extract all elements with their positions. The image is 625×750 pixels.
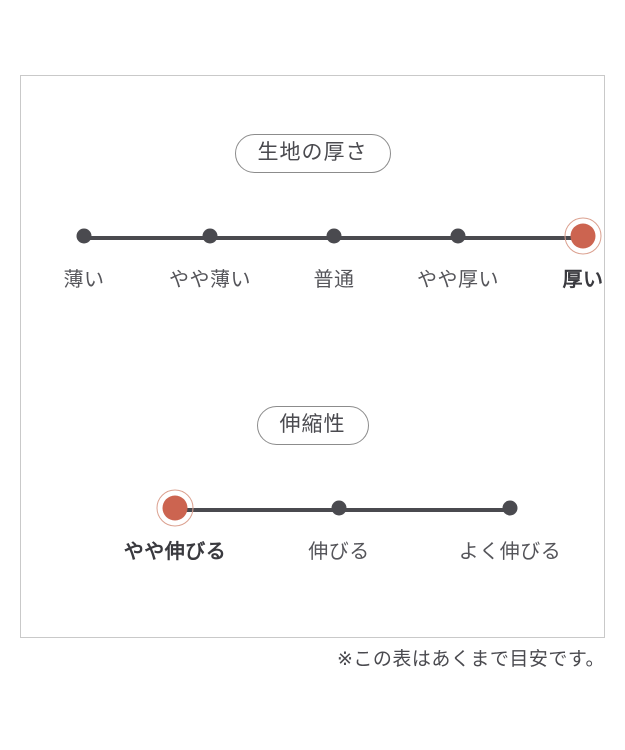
selected-ring-icon: [564, 217, 602, 255]
stretch-scale: やや伸びる 伸びる よく伸びる: [21, 489, 604, 618]
stretch-option-label: やや伸びる: [123, 541, 227, 563]
section-heading-stretch-row: 伸縮性: [21, 406, 604, 446]
scale-dot-icon: [76, 228, 92, 244]
stretch-option-label: よく伸びる: [458, 541, 562, 563]
section-heading-thickness-row: 生地の厚さ: [21, 134, 604, 174]
scale-dot-icon: [202, 228, 218, 244]
fabric-spec-card: 生地の厚さ 薄い やや薄い 普通 やや厚い 厚い: [20, 75, 605, 638]
scale-dot-icon: [570, 223, 596, 249]
section-heading-thickness: 生地の厚さ: [234, 134, 391, 174]
thickness-option-label: やや厚い: [417, 269, 499, 291]
scale-dot-icon: [502, 500, 518, 516]
selected-ring-icon: [156, 489, 194, 527]
footnote-disclaimer: ※この表はあくまで目安です。: [336, 649, 605, 670]
scale-dot-icon: [326, 228, 342, 244]
thickness-option-label: やや薄い: [169, 269, 251, 291]
scale-dot-icon: [162, 495, 188, 521]
thickness-option-label: 普通: [313, 269, 355, 291]
stretch-option-label: 伸びる: [308, 541, 370, 563]
thickness-option-label: 厚い: [562, 269, 604, 291]
thickness-scale: 薄い やや薄い 普通 やや厚い 厚い: [21, 217, 604, 346]
thickness-option-label: 薄い: [63, 269, 105, 291]
scale-dot-icon: [450, 228, 466, 244]
section-heading-stretch: 伸縮性: [256, 406, 369, 446]
scale-dot-icon: [331, 500, 347, 516]
